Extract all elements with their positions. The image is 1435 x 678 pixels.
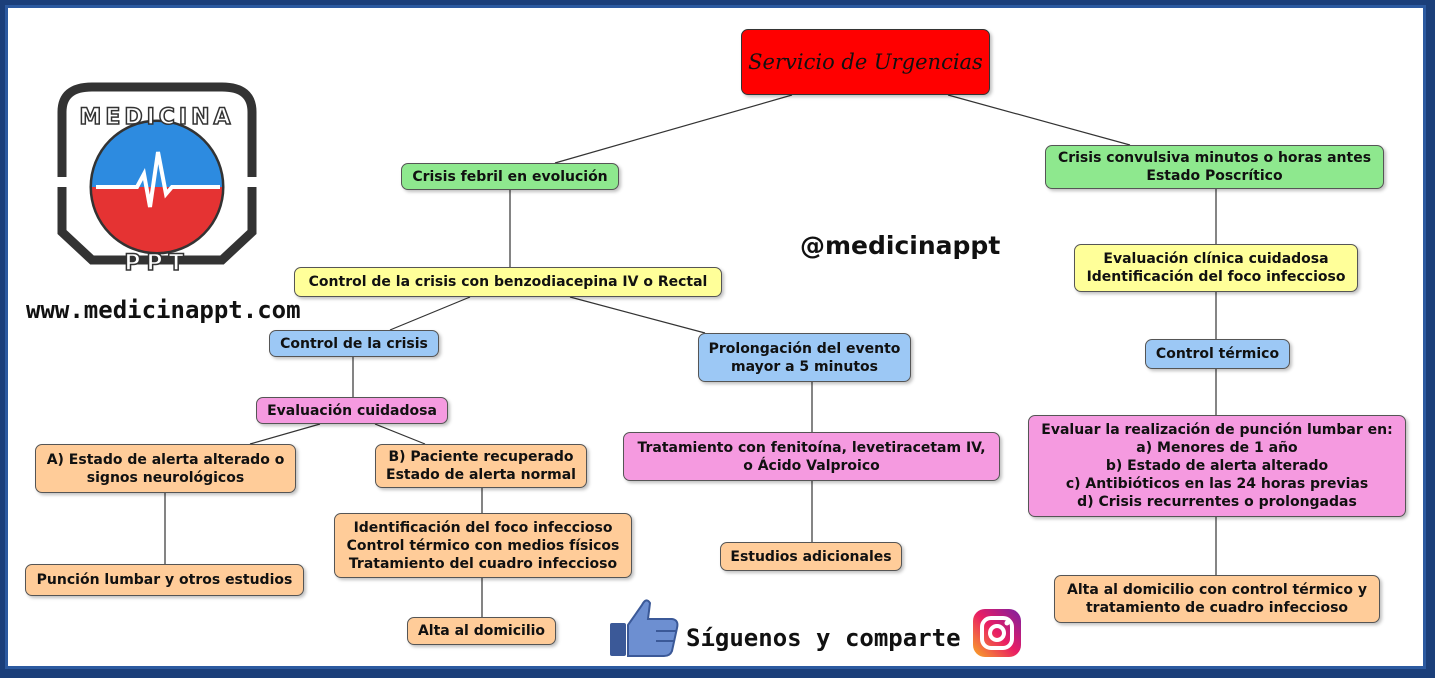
edge-benzo-prolongacion	[569, 296, 706, 334]
edge-root-convulsiva	[947, 94, 1131, 146]
social-handle: @medicinappt	[800, 231, 1001, 260]
edge-benzo-control	[389, 296, 471, 331]
node-evaluacion-cuidadosa: Evaluación cuidadosa	[256, 397, 448, 424]
medicina-ppt-logo-icon: MEDICINA PPT	[57, 82, 257, 277]
node-root: Servicio de Urgencias	[741, 29, 990, 95]
node-control-termico: Control térmico	[1145, 339, 1290, 369]
node-evaluar-puncion: Evaluar la realización de punción lumbar…	[1028, 415, 1406, 517]
node-estudios-adicionales: Estudios adicionales	[720, 542, 902, 571]
node-estado-alerta-a: A) Estado de alerta alterado o signos ne…	[35, 444, 296, 493]
node-crisis-febril: Crisis febril en evolución	[401, 163, 619, 190]
node-identificacion-foco: Identificación del foco infeccioso Contr…	[334, 513, 632, 578]
node-prolongacion: Prolongación del evento mayor a 5 minuto…	[698, 333, 911, 382]
logo-word-top: MEDICINA	[79, 105, 234, 130]
node-alta-control-termico: Alta al domicilio con control térmico y …	[1054, 575, 1380, 623]
node-benzodiacepina: Control de la crisis con benzodiacepina …	[294, 267, 722, 297]
instagram-icon[interactable]	[972, 608, 1022, 658]
node-puncion-lumbar: Punción lumbar y otros estudios	[25, 564, 304, 596]
node-evaluacion-clinica: Evaluación clínica cuidadosa Identificac…	[1074, 244, 1358, 292]
node-control-crisis: Control de la crisis	[269, 330, 439, 357]
logo-word-bottom: PPT	[124, 251, 189, 276]
edge-root-febril	[554, 94, 793, 164]
node-alta-domicilio: Alta al domicilio	[407, 617, 556, 645]
follow-share-text: Síguenos y comparte	[686, 624, 961, 652]
edge-evaluacion-b	[374, 423, 426, 445]
node-tratamiento: Tratamiento con fenitoína, levetiracetam…	[623, 432, 1000, 481]
node-crisis-convulsiva: Crisis convulsiva minutos o horas antes …	[1045, 145, 1384, 189]
thumbs-up-icon[interactable]	[608, 597, 680, 659]
website-url[interactable]: www.medicinappt.com	[26, 296, 301, 324]
node-paciente-recuperado-b: B) Paciente recuperado Estado de alerta …	[375, 444, 587, 488]
edge-evaluacion-a	[249, 423, 321, 445]
